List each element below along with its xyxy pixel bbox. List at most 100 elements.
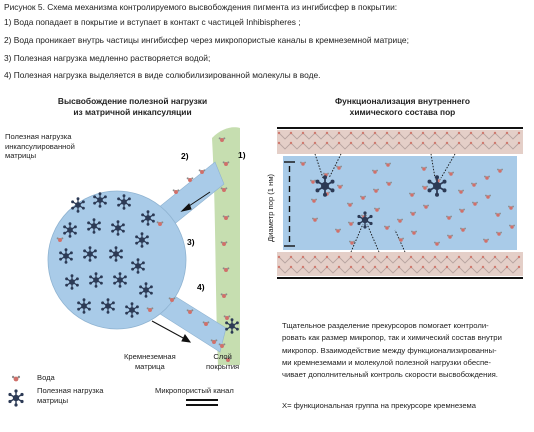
payload-molecule-icon (65, 274, 79, 290)
water-molecule-icon (384, 225, 390, 230)
payload-label-line-1: Полезная нагрузка (5, 132, 72, 141)
pore-water-molecules (300, 161, 515, 246)
water-molecule-icon (210, 339, 218, 344)
payload-molecule-icon (59, 248, 73, 264)
water-molecule-icon (446, 215, 452, 220)
payload-molecule-icon (63, 222, 77, 238)
water-molecule-icon (508, 205, 514, 210)
left-heading-line-1: Высвобождение полезной нагрузки (57, 96, 208, 106)
water-molecule-icon (497, 168, 503, 173)
payload-molecule-icon (89, 272, 103, 288)
flow-arrows (151, 191, 211, 343)
water-molecule-icon (372, 169, 378, 174)
silica-label-line-2: матрица (134, 361, 165, 371)
pore-payload-molecules (315, 175, 447, 229)
water-molecule-icon (312, 217, 318, 222)
water-molecule-icon (146, 307, 154, 312)
marker-4: 4) (197, 282, 205, 292)
payload-label-line-2: инкапсулированной (5, 141, 75, 151)
legend-water-label: Вода (37, 373, 55, 382)
description-line-1: Тщательное разделение прекурсоров помога… (282, 321, 489, 330)
water-molecule-icon (434, 241, 440, 246)
water-molecule-icon (421, 166, 427, 171)
water-molecule-icon (172, 189, 180, 194)
legend-channel-line-bottom (186, 404, 218, 406)
left-panel-heading: Высвобождение полезной нагрузки из матри… (20, 96, 245, 118)
payload-molecule-icon (139, 282, 153, 298)
payload-icon (8, 389, 24, 407)
water-molecule-icon (360, 195, 366, 200)
water-molecule-icon (222, 215, 230, 220)
legend-icons (8, 375, 24, 407)
payload-label-line-3: матрицы (5, 151, 37, 160)
water-molecule-icon (335, 228, 341, 233)
water-molecule-icon (386, 181, 392, 186)
right-heading-line-2: химического состава пор (349, 107, 456, 117)
water-molecule-icon (447, 234, 453, 239)
water-molecule-icon (410, 211, 416, 216)
water-molecule-icon (423, 204, 429, 209)
silica-label-line-1: Кремнеземная (124, 352, 176, 361)
marker-1: 1) (238, 150, 246, 160)
water-molecule-icon (348, 221, 354, 226)
payload-molecules (59, 192, 239, 334)
payload-molecule-icon (135, 232, 149, 248)
payload-molecule-icon (125, 302, 139, 318)
legend-payload-line-1: Полезная нагрузка (37, 386, 104, 395)
water-molecule-icon (374, 207, 380, 212)
payload-molecule-icon (141, 210, 155, 226)
legend-payload-line-2: матрицы (37, 395, 69, 405)
water-molecule-icon (220, 241, 228, 246)
water-molecule-icon (385, 162, 391, 167)
marker-3: 3) (187, 237, 195, 247)
water-icon (11, 375, 21, 382)
description-text: Тщательное разделение прекурсоров помога… (282, 320, 520, 381)
water-molecule-icon (472, 201, 478, 206)
payload-molecule-icon (71, 197, 85, 213)
water-molecule-icon (448, 171, 454, 176)
silica-matrix-label: Кремнеземная матрица (124, 352, 176, 371)
water-molecule-icon (186, 177, 194, 182)
description-line-3: микропор. Взаимодействие между функциона… (282, 345, 497, 355)
water-molecule-icon (496, 231, 502, 236)
water-molecule-icon (222, 267, 230, 272)
pore-diameter-axis (284, 161, 295, 247)
description-line-5: чивает дополнительный контроль скорости … (282, 370, 498, 380)
coating-label-line-2: покрытия (206, 361, 240, 371)
water-molecule-icon (300, 161, 306, 166)
coating-label-line-1: Слой (213, 352, 232, 361)
water-molecule-icon (310, 179, 316, 184)
legend-channel-label: Микропористый канал (155, 386, 234, 395)
caption-step-2: 2) Вода проникает внутрь частицы ингибис… (4, 35, 409, 45)
payload-molecule-icon (131, 258, 145, 274)
description-line-4: ми кремнеземами и молекулой полезной наг… (282, 357, 491, 367)
payload-label: Полезная нагрузка инкапсулированной матр… (5, 132, 75, 161)
water-molecule-icon (202, 321, 210, 326)
water-molecule-icon (411, 230, 417, 235)
water-molecule-icon (337, 184, 343, 189)
figure-caption: Рисунок 5. Схема механизма контролируемо… (4, 2, 398, 12)
water-molecules (56, 137, 232, 362)
water-molecule-icon (484, 175, 490, 180)
water-molecule-icon (460, 227, 466, 232)
payload-molecule-icon (83, 246, 97, 262)
payload-molecule-icon (225, 318, 239, 334)
water-molecule-icon (483, 238, 489, 243)
arrow-outward-head (181, 334, 192, 343)
water-molecule-icon (168, 297, 176, 302)
water-molecule-icon (458, 189, 464, 194)
water-molecule-icon (336, 165, 342, 170)
right-heading-line-1: Функционализация внутреннего (335, 96, 470, 106)
right-panel-heading: Функционализация внутреннего химического… (290, 96, 515, 118)
payload-molecule-icon (111, 220, 125, 236)
water-molecule-icon (218, 343, 226, 348)
water-molecule-icon (485, 194, 491, 199)
water-molecule-icon (186, 309, 194, 314)
water-molecule-icon (495, 212, 501, 217)
caption-step-4: 4) Полезная нагрузка выделяется в виде с… (4, 70, 321, 80)
footnote: X= функциональная группа на прекурсоре к… (282, 401, 476, 410)
payload-molecule-icon (8, 389, 24, 407)
water-molecule-icon (459, 208, 465, 213)
arrow-inward-head (180, 203, 192, 212)
description-line-2: ровать как размер микропор, так и химиче… (282, 333, 502, 343)
